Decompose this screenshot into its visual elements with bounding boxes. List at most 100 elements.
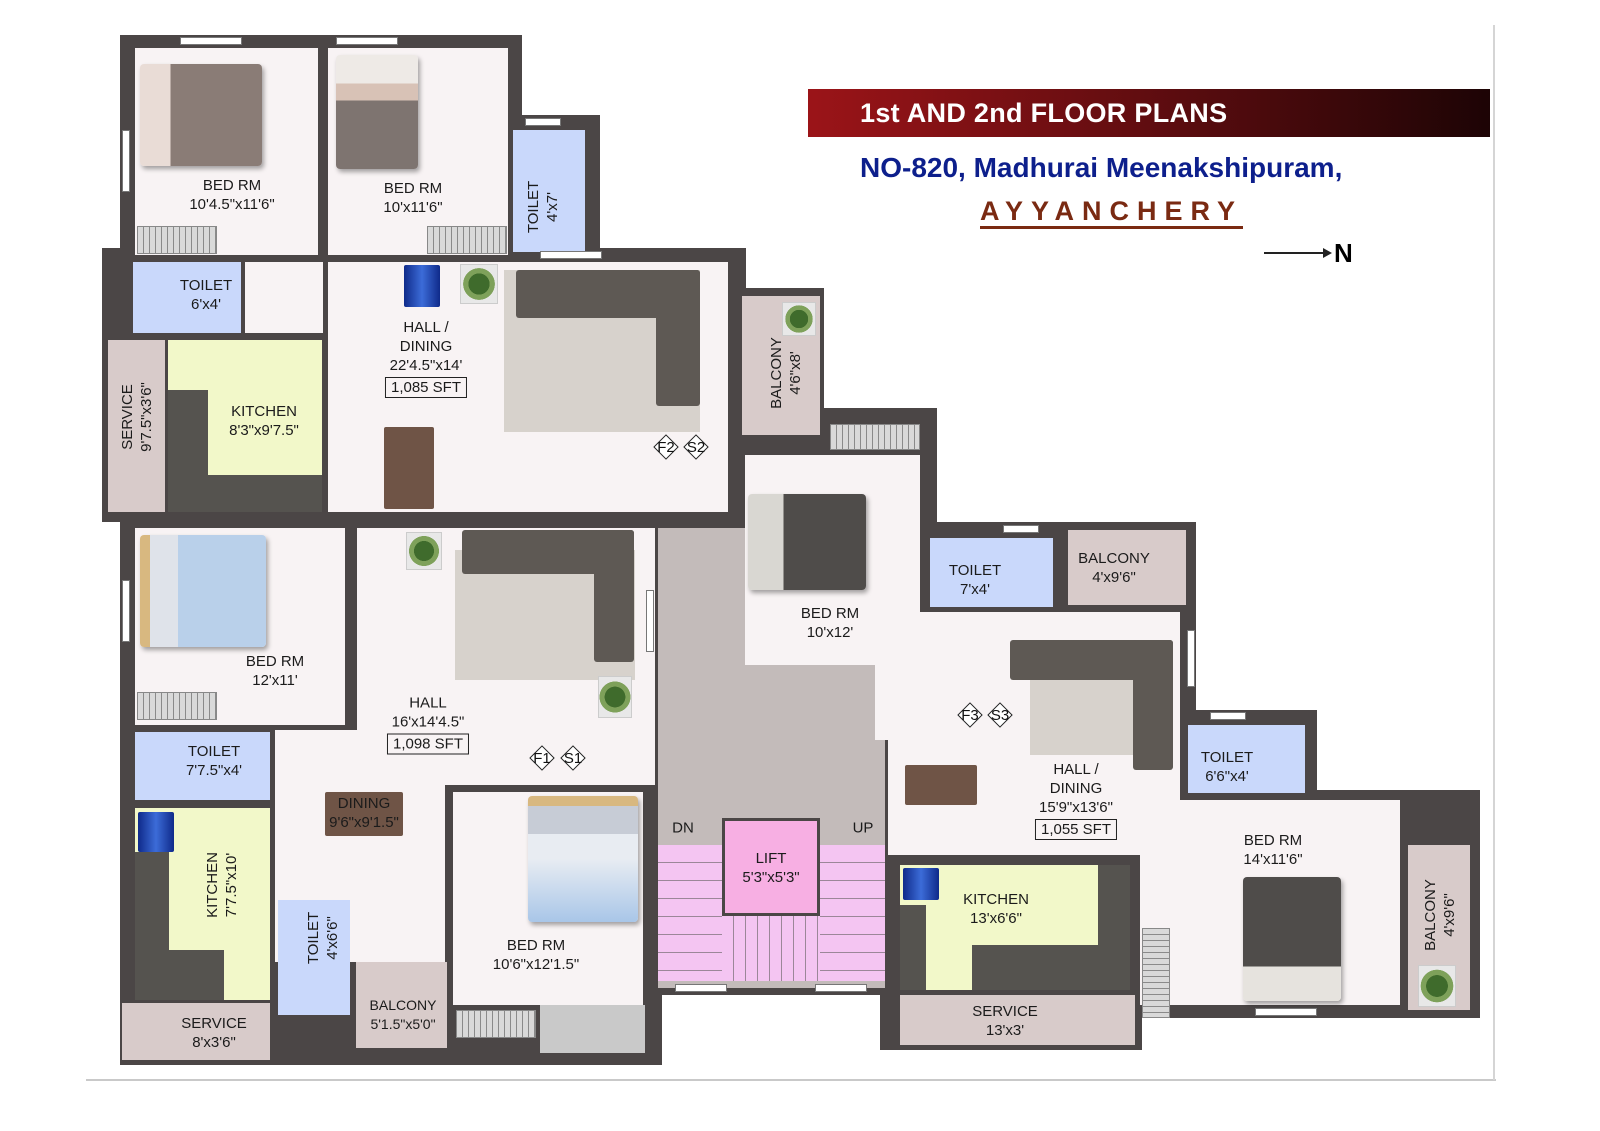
marker-label: S1 [563,749,583,767]
north-arrow-icon [1264,249,1332,257]
kitchen-counter [900,905,926,990]
service-area [900,995,1135,1045]
sofa [1133,640,1173,770]
toilet-7x4 [135,732,270,800]
room-label: KITCHEN 13'x6'6" [963,890,1029,928]
wardrobe [427,226,507,254]
bed-furniture [140,535,266,647]
fridge [404,265,440,307]
wardrobe [1142,928,1170,1018]
kitchen-counter [1098,865,1130,945]
room-dim: 12'x11' [252,672,298,689]
room-name: SERVICE [181,1015,247,1032]
service-area [108,340,165,512]
room-dim: 5'1.5"x5'0" [370,1016,436,1032]
room-name: DINING [337,795,391,812]
room-name: BED RM [800,605,860,622]
marker-label: F1 [533,749,551,767]
room-name: BED RM [1243,832,1303,849]
marker-label: F3 [961,706,979,724]
marker-label: F2 [657,438,675,456]
room-name: BALCONY [768,337,785,409]
area-badge: 1,055 SFT [1034,819,1118,840]
flat-marker: S3 [987,702,1013,728]
room-name: BALCONY [369,997,437,1013]
staircase-landing [722,915,820,981]
room-dim: 13'x3' [985,1022,1025,1039]
room-name: DINING [1049,780,1103,797]
service-area [122,1003,270,1060]
wardrobe [137,692,217,720]
sheet-border-right [1493,25,1495,1080]
flat-marker: S1 [560,745,586,771]
room-name: BED RM [383,180,443,197]
kitchen-counter [169,950,224,1000]
area-badge: 1,085 SFT [384,377,468,398]
entry [875,640,895,740]
dining-table [384,427,434,509]
balcony [356,962,447,1048]
title-banner: 1st AND 2nd FLOOR PLANS [808,89,1490,137]
room-name: KITCHEN [204,852,221,918]
room-dim: 8'x3'6" [192,1034,236,1051]
room-name: KITCHEN [963,891,1029,908]
kitchen-counter [972,945,1130,990]
project-locality: AYYANCHERY [980,196,1244,229]
flat-marker: S2 [683,434,709,460]
kitchen-counter [135,852,169,1000]
flat-marker: F3 [957,702,983,728]
lift [722,818,820,916]
room-label: TOILET 6'x4' [180,276,232,314]
plant [460,264,498,304]
north-label: N [1334,238,1353,268]
room-name: TOILET [187,743,241,760]
room-name: SERVICE [119,384,136,450]
room-name: TOILET [179,277,233,294]
sofa [594,530,634,662]
bed-furniture [1243,877,1341,1001]
room-dim: 4'x7' [544,192,561,222]
room-dim: 15'9"x13'6" [1039,799,1113,816]
room-dim: 6'6"x4' [1205,768,1249,785]
room-name: HALL / [1053,761,1099,778]
plant [782,302,816,336]
room-name: HALL / [403,319,449,336]
north-indicator: N [1236,236,1360,272]
marker-label: S2 [686,438,706,456]
room-dim: 6'x4' [191,296,221,313]
fridge [138,812,174,852]
fridge [903,868,939,900]
sheet-border-bottom [86,1079,1496,1081]
room-dim: 22'4.5"x14' [389,357,463,374]
room-dim: 13'x6'6" [970,910,1022,927]
room-name: HALL [409,694,447,712]
lift-dim: 5'3"x5'3" [742,869,800,886]
room-dim: 10'x11'6" [383,199,443,216]
room-label: HALL / DINING 15'9"x13'6" 1,055 SFT [1034,760,1118,840]
dining-table [905,765,977,805]
toilet-6x4 [133,262,241,333]
room-name: TOILET [948,562,1002,579]
room-name: TOILET [305,911,322,965]
room-name: DINING [399,338,453,355]
area-badge: 1,098 SFT [386,733,470,755]
plant [1418,965,1456,1007]
room-name: BED RM [506,937,566,954]
toilet-4x6 [278,900,350,1015]
plant [406,532,442,570]
dining-table [325,792,403,836]
